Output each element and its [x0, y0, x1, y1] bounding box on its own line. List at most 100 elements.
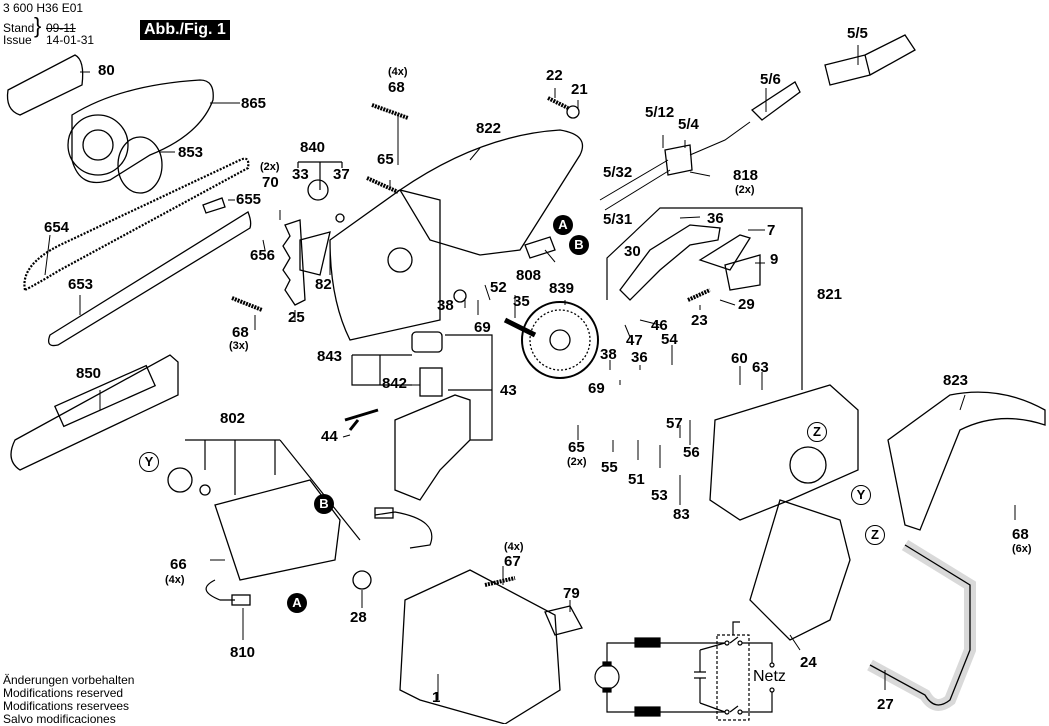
- callout-850[interactable]: 850: [76, 365, 102, 382]
- callout-653[interactable]: 653: [68, 276, 94, 293]
- part-865-drum: [67, 114, 129, 176]
- part-822-housing-shell: [399, 129, 584, 256]
- part-853-disc: [117, 136, 163, 194]
- callout-821[interactable]: 821: [817, 286, 843, 303]
- callout-46[interactable]: 46: [651, 317, 668, 334]
- footer-line-de: Änderungen vorbehalten: [3, 673, 135, 687]
- marker-b-2: B: [314, 494, 334, 514]
- callout-54[interactable]: 54: [661, 331, 678, 348]
- callout-51[interactable]: 51: [628, 471, 645, 488]
- callout-865[interactable]: 865: [241, 95, 267, 112]
- callout-65-b[interactable]: 65: [568, 439, 585, 456]
- callout-38-b[interactable]: 38: [600, 346, 617, 363]
- bracket-843: [351, 354, 412, 386]
- part-840-sprocket: [307, 179, 329, 201]
- leader-lines: [44, 45, 1016, 700]
- callout-80[interactable]: 80: [98, 62, 115, 79]
- callout-67[interactable]: 67: [504, 553, 521, 570]
- part-43-tank: [394, 394, 471, 501]
- callout-810[interactable]: 810: [230, 644, 256, 661]
- callout-68-b[interactable]: 68: [388, 79, 405, 96]
- callout-56[interactable]: 56: [683, 444, 700, 461]
- callout-808[interactable]: 808: [516, 267, 542, 284]
- callout-5-4[interactable]: 5/4: [678, 116, 699, 133]
- callout-842[interactable]: 842: [382, 375, 408, 392]
- callout-853[interactable]: 853: [178, 144, 204, 161]
- callout-656[interactable]: 656: [250, 247, 276, 264]
- callout-30[interactable]: 30: [624, 243, 641, 260]
- callout-36-a[interactable]: 36: [707, 210, 724, 227]
- callout-9[interactable]: 9: [770, 251, 779, 268]
- callout-24[interactable]: 24: [800, 654, 817, 671]
- qty-68-a: (3x): [229, 340, 249, 352]
- callout-818[interactable]: 818: [733, 167, 759, 184]
- stand-label: Stand: [3, 21, 35, 35]
- part-802-end-cap: [167, 467, 193, 493]
- callout-802[interactable]: 802: [220, 410, 246, 427]
- screw-68-left: [231, 296, 263, 312]
- marker-a-1: A: [553, 215, 573, 235]
- callout-83[interactable]: 83: [673, 506, 690, 523]
- callout-69-b[interactable]: 69: [588, 380, 605, 397]
- marker-y-2: Y: [851, 485, 871, 505]
- callout-69-a[interactable]: 69: [474, 319, 491, 336]
- callout-35[interactable]: 35: [513, 293, 530, 310]
- inductor-top: [634, 637, 661, 648]
- callout-1[interactable]: 1: [432, 689, 441, 706]
- callout-29[interactable]: 29: [738, 296, 755, 313]
- callout-27[interactable]: 27: [877, 696, 894, 713]
- callout-43[interactable]: 43: [500, 382, 517, 399]
- callout-840[interactable]: 840: [300, 139, 326, 156]
- callout-68-a[interactable]: 68: [232, 324, 249, 341]
- spring-22: [547, 96, 569, 110]
- part-82-plate: [299, 231, 331, 276]
- callout-5-5[interactable]: 5/5: [847, 25, 868, 42]
- callout-68-c[interactable]: 68: [1012, 526, 1029, 543]
- callout-5-32[interactable]: 5/32: [603, 164, 633, 181]
- callout-57[interactable]: 57: [666, 415, 683, 432]
- callout-63[interactable]: 63: [752, 359, 769, 376]
- callout-21[interactable]: 21: [571, 81, 588, 98]
- callout-5-12[interactable]: 5/12: [645, 104, 675, 121]
- callout-822[interactable]: 822: [476, 120, 502, 137]
- callout-82[interactable]: 82: [315, 276, 332, 293]
- part-37-washer: [335, 213, 345, 223]
- callout-65-a[interactable]: 65: [377, 151, 394, 168]
- callout-37[interactable]: 37: [333, 166, 350, 183]
- callout-66[interactable]: 66: [170, 556, 187, 573]
- callout-23[interactable]: 23: [691, 312, 708, 329]
- callout-38-a[interactable]: 38: [437, 297, 454, 314]
- callout-5-6[interactable]: 5/6: [760, 71, 781, 88]
- footer-line-en: Modifications reserved: [3, 686, 124, 700]
- part-21-button: [566, 105, 580, 119]
- callout-53[interactable]: 53: [651, 487, 668, 504]
- callout-655[interactable]: 655: [236, 191, 262, 208]
- callout-44[interactable]: 44: [321, 428, 338, 445]
- callout-843[interactable]: 843: [317, 348, 343, 365]
- callout-70[interactable]: 70: [262, 174, 279, 191]
- marker-z-1: Z: [807, 422, 827, 442]
- callout-60[interactable]: 60: [731, 350, 748, 367]
- callout-47[interactable]: 47: [626, 332, 643, 349]
- callout-36-b[interactable]: 36: [631, 349, 648, 366]
- issue-label: Issue: [3, 33, 32, 47]
- callout-7[interactable]: 7: [767, 222, 776, 239]
- footer-line-fr: Modifications reservees: [3, 699, 130, 713]
- qty-70: (2x): [260, 161, 280, 173]
- callout-55[interactable]: 55: [601, 459, 618, 476]
- callout-79[interactable]: 79: [563, 585, 580, 602]
- callout-823[interactable]: 823: [943, 372, 969, 389]
- callout-28[interactable]: 28: [350, 609, 367, 626]
- issue-date: 14-01-31: [46, 33, 95, 47]
- part-654-chain: [23, 157, 250, 292]
- callout-52[interactable]: 52: [490, 279, 507, 296]
- callout-5-31[interactable]: 5/31: [603, 211, 633, 228]
- marker-y-1: Y: [139, 452, 159, 472]
- callout-33[interactable]: 33: [292, 166, 309, 183]
- callout-654[interactable]: 654: [44, 219, 70, 236]
- bracket-840: [297, 161, 343, 190]
- part-5-4-switch: [664, 144, 693, 176]
- callout-22[interactable]: 22: [546, 67, 563, 84]
- callout-839[interactable]: 839: [549, 280, 575, 297]
- callout-25[interactable]: 25: [288, 309, 305, 326]
